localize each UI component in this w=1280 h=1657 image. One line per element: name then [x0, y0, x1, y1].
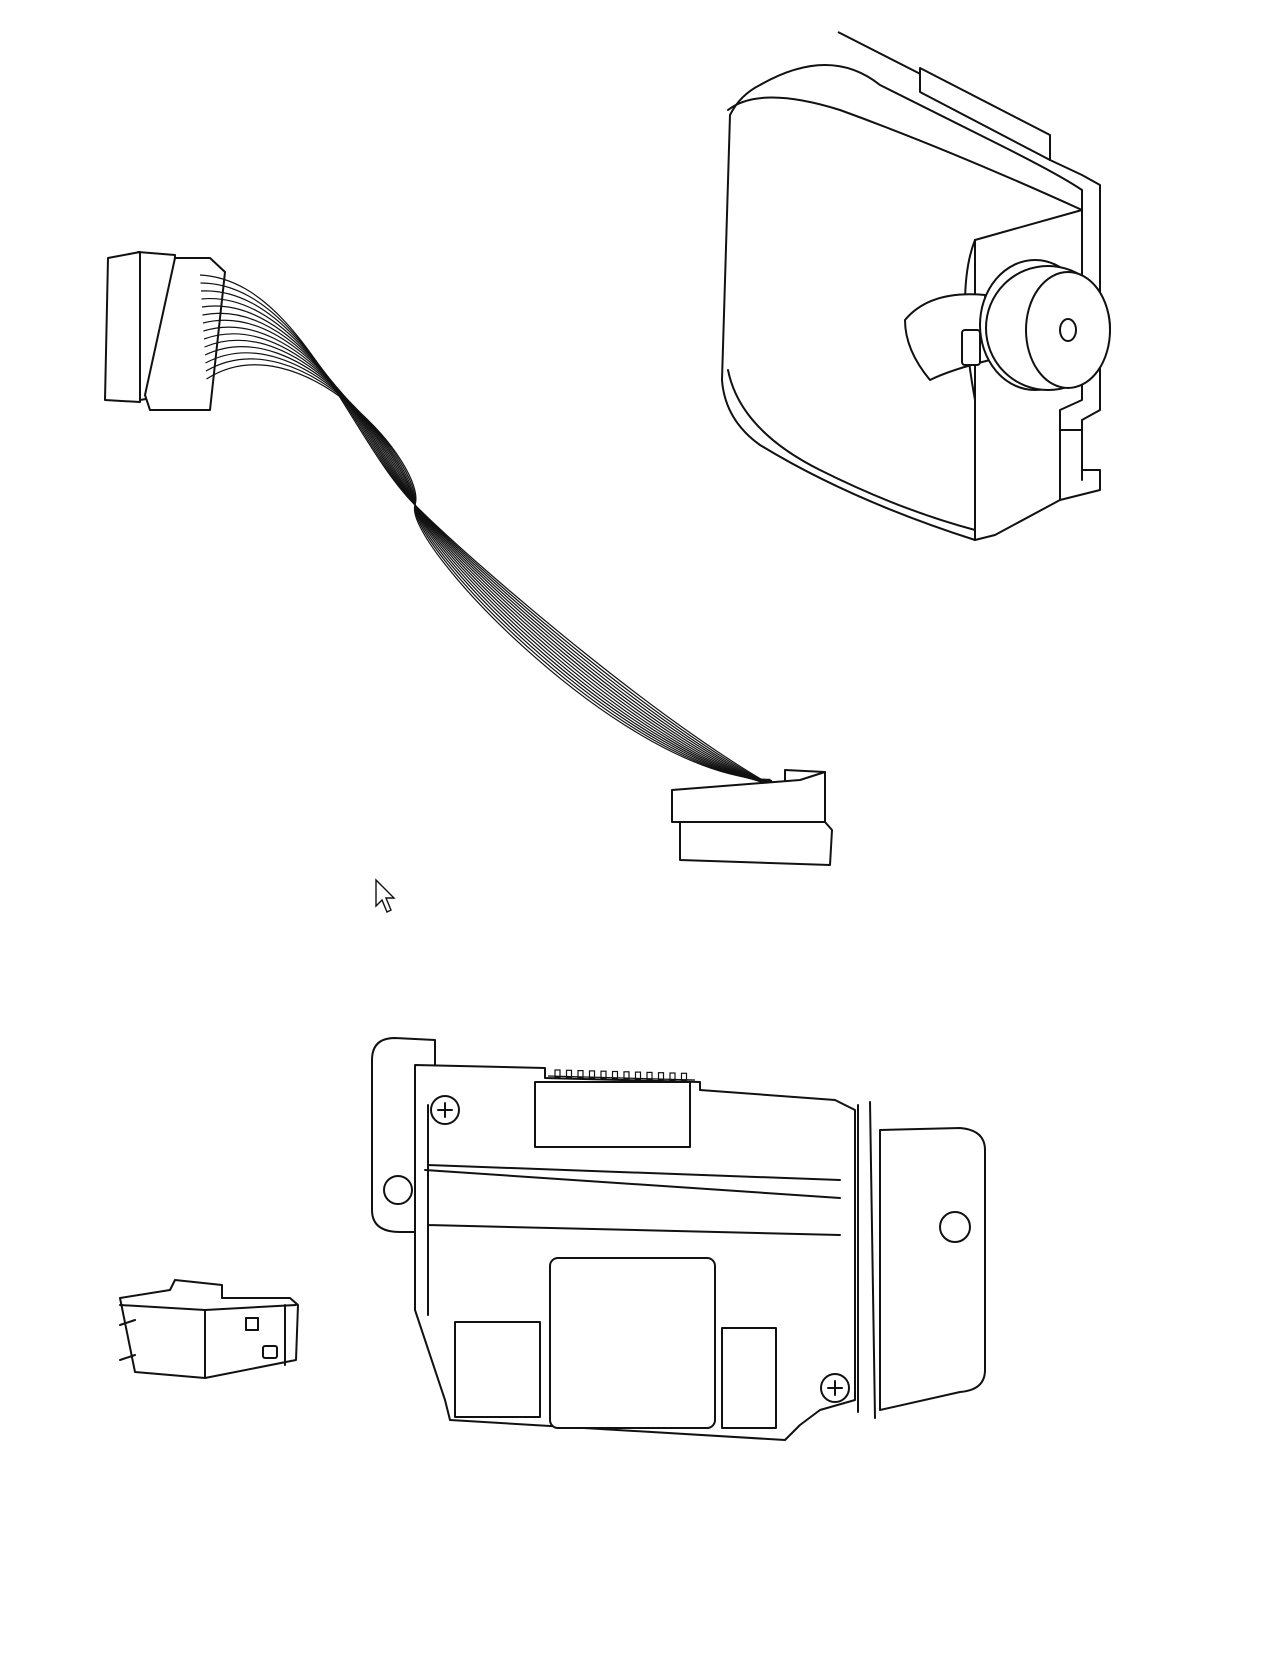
connector-pin — [646, 1071, 653, 1081]
ribbon-wire — [200, 282, 789, 795]
connector-pin — [577, 1069, 584, 1079]
ribbon-wire — [204, 346, 776, 784]
ribbon-wire — [203, 326, 780, 788]
ribbon-wire — [203, 333, 779, 786]
connector-pin — [554, 1069, 561, 1078]
ribbon-wire — [204, 339, 777, 785]
ribbon-wire — [202, 312, 783, 790]
ribbon-wire — [201, 298, 786, 792]
arrow-cursor-icon — [375, 878, 396, 913]
connector-pin — [588, 1070, 596, 1079]
connector-pin — [600, 1070, 607, 1079]
ribbon-wire — [205, 358, 773, 782]
connector-pin — [680, 1072, 688, 1081]
small-connector — [119, 1279, 299, 1379]
connector-pin — [669, 1072, 676, 1081]
ribbon-wire — [202, 319, 782, 789]
ribbon-wire — [206, 364, 771, 780]
ribbon-wire — [199, 274, 791, 796]
connector-pin — [657, 1072, 665, 1081]
ribbon-wire — [205, 352, 774, 783]
camera-module — [721, 31, 1111, 541]
connector-pin — [611, 1070, 619, 1080]
ribbon-wire — [201, 305, 785, 791]
circuit-board-with-bracket — [371, 1037, 986, 1441]
connector-pin — [634, 1071, 642, 1080]
connector-pin — [623, 1071, 630, 1080]
ribbon-cable — [104, 251, 833, 866]
connector-pin — [565, 1069, 573, 1078]
